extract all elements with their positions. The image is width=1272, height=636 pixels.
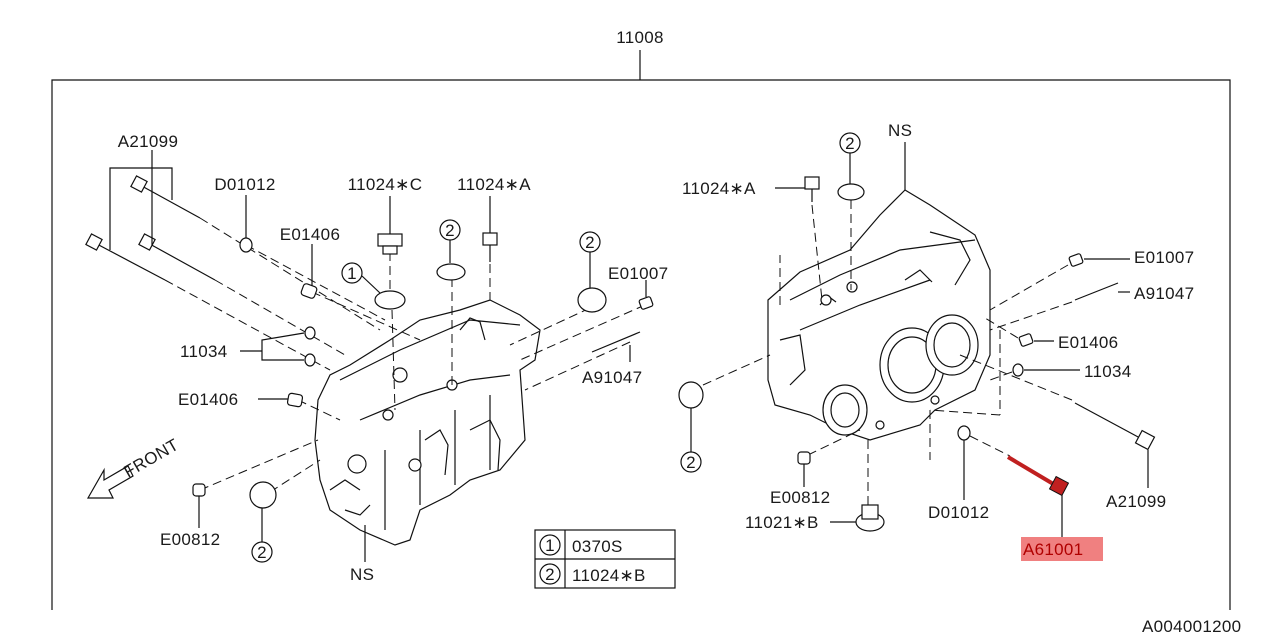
label-11024a-left[interactable]: 11024∗A [457, 175, 531, 194]
label-ns-left[interactable]: NS [350, 565, 374, 584]
label-11024c[interactable]: 11024∗C [348, 175, 423, 194]
through-bolts-left: A21099 [85, 132, 216, 281]
callout-2b-left[interactable]: 2 [585, 233, 595, 252]
dowel-e01007-left: E01007 [608, 264, 668, 310]
label-a91047-right[interactable]: A91047 [1134, 284, 1194, 303]
plug-callout-2c-left: 2 [249, 481, 277, 563]
bolt-a61001-highlighted: A61001 [1006, 455, 1103, 561]
plug-11021b: 11021∗B [745, 504, 885, 532]
washer-callout-2a-left: 2 [436, 219, 466, 281]
dowel-e01406-right: E01406 [984, 317, 1118, 352]
label-d01012-left[interactable]: D01012 [214, 175, 275, 194]
through-bolt-a21099-right: A21099 [959, 354, 1166, 511]
label-front[interactable]: FRONT [121, 435, 183, 481]
label-11034-right[interactable]: 11034 [1084, 362, 1132, 381]
label-e01406-mid-left[interactable]: E01406 [178, 390, 238, 409]
label-11034-left[interactable]: 11034 [180, 342, 228, 361]
bolt-11024a-right: 11024∗A [682, 176, 823, 301]
legend-row-1: 1 0370S [539, 534, 623, 556]
legend-num-1[interactable]: 1 [545, 536, 555, 555]
right-crankcase-view: NS 11024∗A 2 E01007 [678, 121, 1194, 561]
dowel-e00812-left: E00812 [160, 483, 220, 549]
label-a61001[interactable]: A61001 [1023, 540, 1083, 559]
label-e00812-left[interactable]: E00812 [160, 530, 220, 549]
legend-part-1[interactable]: 0370S [572, 537, 623, 556]
washer-d01012-left: D01012 [214, 175, 275, 253]
a61001-highlight-box [1021, 537, 1103, 561]
plug-callout-2b-right: 2 [678, 381, 704, 473]
ns-label-left: NS [350, 525, 374, 584]
callout-2b-right[interactable]: 2 [686, 453, 696, 472]
left-crankcase-half [314, 299, 541, 546]
label-ns-right[interactable]: NS [888, 121, 912, 140]
label-11021b[interactable]: 11021∗B [745, 513, 819, 532]
callout-1-left[interactable]: 1 [347, 264, 357, 283]
left-crankcase-view: A21099 D01012 [85, 132, 668, 584]
ns-label-right: NS [888, 121, 912, 190]
right-crankcase-half [767, 189, 991, 441]
washer-11034-right: 11034 [989, 362, 1132, 381]
label-e01406-top-left[interactable]: E01406 [280, 225, 340, 244]
label-e01406-right[interactable]: E01406 [1058, 333, 1118, 352]
label-11024a-right[interactable]: 11024∗A [682, 179, 756, 198]
assembly-bracket: 11008 [51, 28, 1231, 610]
assembly-number[interactable]: 11008 [616, 28, 664, 47]
label-a21099-right[interactable]: A21099 [1106, 492, 1166, 511]
callout-2a-right[interactable]: 2 [845, 134, 855, 153]
dowel-e00812-right: E00812 [770, 451, 830, 507]
leaders-right [702, 255, 1001, 505]
dowel-e01406-mid-left: E01406 [178, 390, 304, 409]
plug-11024c: 11024∗C [348, 175, 423, 255]
o-ring-callout-1: 1 [341, 262, 406, 310]
legend-row-2: 2 11024∗B [539, 563, 646, 585]
label-d01012-right[interactable]: D01012 [928, 503, 989, 522]
callout-2a-left[interactable]: 2 [445, 221, 455, 240]
legend-part-2[interactable]: 11024∗B [572, 566, 646, 585]
label-a91047-left[interactable]: A91047 [582, 368, 642, 387]
stud-a91047-right: A91047 [989, 282, 1194, 331]
label-e00812-right[interactable]: E00812 [770, 488, 830, 507]
stud-a91047-left: A91047 [582, 331, 642, 387]
figure-code: A004001200 [1142, 617, 1241, 636]
front-arrow: FRONT [86, 435, 183, 499]
plug-callout-2b-left: 2 [577, 231, 607, 313]
label-a21099-left[interactable]: A21099 [118, 132, 178, 151]
dowel-e01007-right: E01007 [989, 248, 1194, 311]
label-e01007-right[interactable]: E01007 [1134, 248, 1194, 267]
washer-d01012-right: D01012 [928, 425, 1011, 522]
legend-table: 1 0370S 2 11024∗B [534, 529, 676, 589]
label-e01007-left[interactable]: E01007 [608, 264, 668, 283]
washer-callout-2a-right: 2 [837, 132, 865, 290]
legend-num-2[interactable]: 2 [545, 565, 555, 584]
callout-2c-left[interactable]: 2 [257, 543, 267, 562]
washers-11034-left: 11034 [180, 326, 316, 367]
bolt-11024a-left: 11024∗A [457, 175, 531, 262]
dowel-e01406-top-left: E01406 [280, 225, 340, 299]
